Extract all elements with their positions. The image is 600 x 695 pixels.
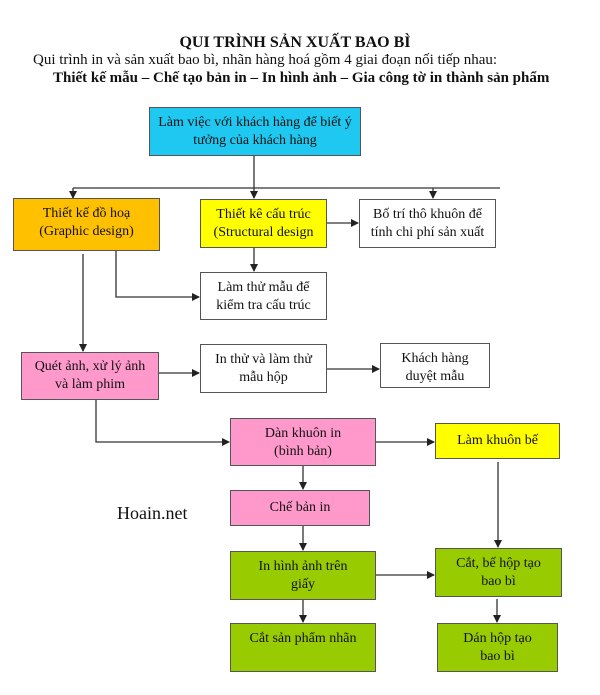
node-printing: In hình ảnh trên giấy xyxy=(230,551,376,600)
node-label: Bố trí thô khuôn để tính chi phí sản xuấ… xyxy=(370,207,485,240)
node-graphic-design: Thiết kế đồ hoạ (Graphic design) xyxy=(13,198,160,251)
node-structural-design: Thiết kê cấu trúc (Structural design xyxy=(200,199,327,248)
node-label: Làm việc với khách hàng để biết ý tưởng … xyxy=(158,114,352,148)
node-die-cutting: Cắt, bế hộp tạo bao bì xyxy=(435,548,562,597)
node-label: Thiết kế đồ hoạ (Graphic design) xyxy=(39,206,134,239)
node-prototype: Làm thử mẫu để kiểm tra cấu trúc xyxy=(200,272,327,320)
node-die-making: Làm khuôn bế xyxy=(435,423,560,459)
node-imposition: Dàn khuôn in (bình bản) xyxy=(230,418,376,466)
node-box-gluing: Dán hộp tạo bao bì xyxy=(437,623,558,672)
node-customer-ideas: Làm việc với khách hàng để biết ý tưởng … xyxy=(149,107,361,156)
node-label: Khách hàng duyệt mẫu xyxy=(401,351,469,384)
node-platemaking: Chế bản in xyxy=(230,490,370,526)
diagram-title: QUI TRÌNH SẢN XUẤT BAO BÌ xyxy=(179,34,411,51)
node-label: Quét ảnh, xử lý ảnh và làm phim xyxy=(34,359,146,392)
node-label: Làm khuôn bế xyxy=(457,433,538,448)
watermark-text: Hoain.net xyxy=(117,503,188,523)
node-label: In hình ảnh trên giấy xyxy=(258,559,348,592)
node-proof: In thử và làm thử mẫu hộp xyxy=(200,344,327,393)
arrow xyxy=(95,400,230,446)
node-scan: Quét ảnh, xử lý ảnh và làm phim xyxy=(21,352,159,400)
node-cut-labels: Cắt sản phẩm nhãn xyxy=(230,623,376,672)
node-label: Làm thử mẫu để kiểm tra cấu trúc xyxy=(216,280,311,313)
node-label: Dán hộp tạo bao bì xyxy=(463,631,532,664)
node-label: Thiết kê cấu trúc (Structural design xyxy=(213,207,314,240)
node-label: Cắt sản phẩm nhãn xyxy=(249,631,357,646)
node-label: Cắt, bế hộp tạo bao bì xyxy=(456,556,541,589)
stages-summary: Thiết kế mẫu – Chế tạo bản in – In hình … xyxy=(53,70,550,86)
node-label: In thử và làm thử mẫu hộp xyxy=(215,352,312,385)
arrow xyxy=(115,251,200,301)
node-label: Chế bản in xyxy=(269,500,331,515)
node-label: Dàn khuôn in (bình bản) xyxy=(264,426,342,459)
diagram-subtitle: Qui trình in và sản xuất bao bì, nhãn hà… xyxy=(33,52,498,68)
node-cost-layout: Bố trí thô khuôn để tính chi phí sản xuấ… xyxy=(359,199,496,248)
node-customer-approval: Khách hàng duyệt mẫu xyxy=(380,343,490,388)
